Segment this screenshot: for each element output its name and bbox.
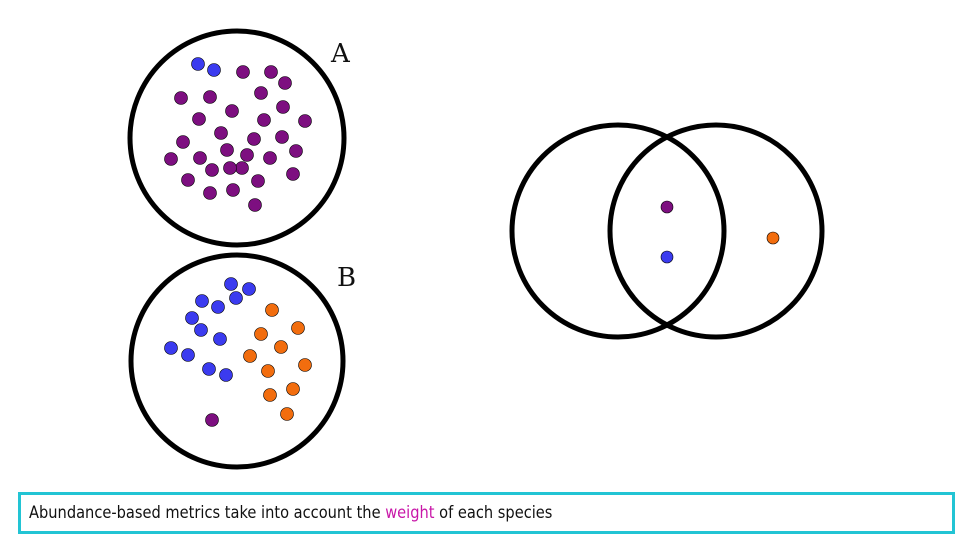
species-2-dot	[235, 161, 249, 175]
species-3-dot	[261, 364, 275, 378]
species-2-dot	[203, 186, 217, 200]
species-2-dot	[225, 104, 239, 118]
caption-box: Abundance-based metrics take into accoun…	[18, 492, 955, 534]
species-2-dot	[214, 126, 228, 140]
species-1-dot	[242, 282, 256, 296]
species-1-dot	[224, 277, 238, 291]
community-b-individuals	[164, 277, 312, 427]
species-2-dot	[251, 174, 265, 188]
species-1-dot	[211, 300, 225, 314]
species-2-dot	[278, 76, 292, 90]
caption-highlight: weight	[385, 503, 435, 523]
venn-species-2-dot	[660, 200, 674, 214]
species-3-dot	[274, 340, 288, 354]
species-2-dot	[176, 135, 190, 149]
species-2-dot	[205, 413, 219, 427]
species-2-dot	[247, 132, 261, 146]
species-2-dot	[193, 151, 207, 165]
species-1-dot	[229, 291, 243, 305]
species-2-dot	[298, 114, 312, 128]
species-1-dot	[207, 63, 221, 77]
species-2-dot	[223, 161, 237, 175]
species-2-dot	[254, 86, 268, 100]
community-a: A	[127, 28, 351, 248]
community-a-label: A	[330, 39, 351, 69]
species-3-dot	[298, 358, 312, 372]
species-1-dot	[164, 341, 178, 355]
species-2-dot	[264, 65, 278, 79]
species-2-dot	[226, 183, 240, 197]
community-b: B	[128, 252, 356, 470]
species-3-dot	[243, 349, 257, 363]
species-2-dot	[236, 65, 250, 79]
species-3-dot	[280, 407, 294, 421]
species-3-dot	[263, 388, 277, 402]
species-2-dot	[276, 100, 290, 114]
community-b-circle	[128, 252, 346, 470]
venn-left-circle	[509, 122, 727, 340]
caption-before: Abundance-based metrics take into accoun…	[29, 503, 386, 523]
species-2-dot	[275, 130, 289, 144]
venn-species-markers	[660, 200, 780, 264]
species-2-dot	[205, 163, 219, 177]
species-2-dot	[203, 90, 217, 104]
species-1-dot	[213, 332, 227, 346]
community-b-label: B	[337, 263, 356, 293]
species-2-dot	[181, 173, 195, 187]
species-3-dot	[254, 327, 268, 341]
species-2-dot	[240, 148, 254, 162]
species-2-dot	[248, 198, 262, 212]
venn-right-circle	[607, 122, 825, 340]
species-2-dot	[192, 112, 206, 126]
species-3-dot	[286, 382, 300, 396]
species-1-dot	[195, 294, 209, 308]
community-a-individuals	[164, 57, 312, 212]
species-1-dot	[191, 57, 205, 71]
species-2-dot	[164, 152, 178, 166]
venn-species-3-dot	[766, 231, 780, 245]
species-1-dot	[219, 368, 233, 382]
venn-diagram	[509, 122, 825, 340]
species-2-dot	[174, 91, 188, 105]
species-2-dot	[286, 167, 300, 181]
species-2-dot	[289, 144, 303, 158]
community-a-circle	[127, 28, 347, 248]
species-3-dot	[291, 321, 305, 335]
diagram: A B	[127, 28, 825, 470]
species-1-dot	[181, 348, 195, 362]
venn-species-1-dot	[660, 250, 674, 264]
species-1-dot	[194, 323, 208, 337]
species-2-dot	[257, 113, 271, 127]
species-1-dot	[202, 362, 216, 376]
species-3-dot	[265, 303, 279, 317]
caption-after: of each species	[434, 503, 553, 523]
species-1-dot	[185, 311, 199, 325]
species-2-dot	[220, 143, 234, 157]
caption: Abundance-based metrics take into accoun…	[29, 503, 552, 523]
species-2-dot	[263, 151, 277, 165]
